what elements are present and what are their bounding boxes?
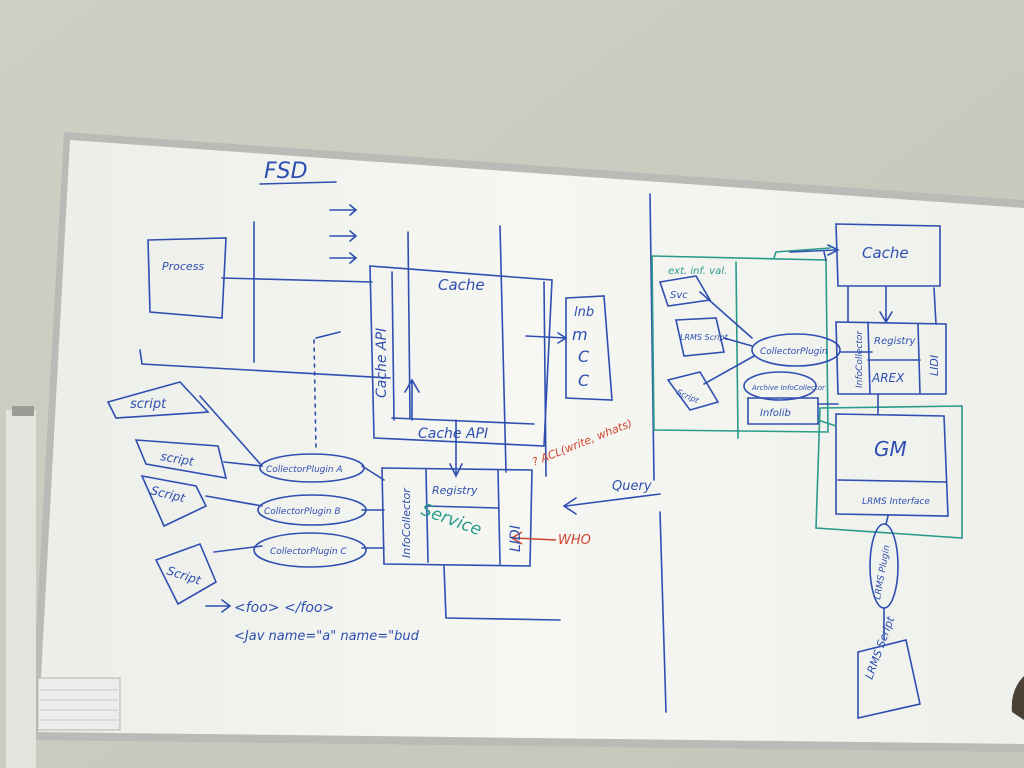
infolib-label: Infolib (760, 408, 791, 419)
lrms-script-small-label: LRMS Script (680, 333, 729, 342)
query-label: Query (612, 479, 652, 494)
left-diagram (106, 181, 667, 713)
plugin-label-a: CollectorPlugin A (266, 465, 343, 475)
ext-label: ext. inf. val. (668, 266, 727, 277)
script-label-1: script (130, 397, 167, 412)
lrms-script-shape (857, 639, 921, 720)
plugin-oval-a (259, 453, 365, 483)
board-title: FSD (264, 159, 308, 184)
board-stand (6, 410, 36, 768)
service-box (381, 467, 533, 567)
right-cache-box (835, 223, 941, 287)
script-shape-4 (154, 542, 218, 606)
script-shape-2 (134, 439, 228, 480)
lidi-label: LIDI (508, 525, 524, 552)
side-box-line-2: m (572, 325, 588, 344)
plugin-oval-c (253, 532, 367, 568)
plugin-oval-b (257, 494, 367, 526)
right-collector-plugin-label: CollectorPlugin (760, 347, 828, 357)
gm-label: GM (874, 437, 907, 461)
script-label-2: script (159, 449, 196, 469)
right-lidi-label: LIDI (928, 355, 941, 376)
who-label: WHO (558, 533, 591, 548)
script-shape-1 (106, 381, 210, 419)
cache-box (369, 265, 553, 447)
registry-label: Registry (432, 484, 478, 497)
red-annotations (510, 531, 557, 545)
side-box-line-4: C (578, 371, 590, 390)
plugin-label-c: CollectorPlugin C (270, 547, 347, 557)
side-box-line-1: lnb (574, 305, 594, 320)
archive-oval (743, 371, 817, 401)
archive-label: Archive InfoCollector (751, 384, 826, 392)
cache-api-bottom-label: Cache API (418, 426, 488, 442)
side-box-line-3: C (578, 347, 590, 366)
right-infocollector-label: InfoCollector (855, 330, 865, 388)
right-diagram (651, 223, 963, 720)
board-stand-clip (12, 406, 34, 416)
plugin-label-b: CollectorPlugin B (264, 507, 341, 517)
ext-region (651, 255, 829, 433)
cache-api-vertical-label: Cache API (374, 328, 390, 398)
infocollector-label: InfoCollector (400, 487, 413, 558)
edge-object (1011, 676, 1024, 720)
cache-label: Cache (438, 276, 485, 294)
svc-label: Svc (670, 290, 688, 301)
right-cache-label: Cache (862, 244, 909, 262)
lrms-interface-label: LRMS Interface (862, 497, 930, 507)
whiteboard-surface (38, 140, 1024, 744)
lrms-script-small-shape (675, 317, 725, 357)
xml-line-2: <Jav name="a" name="bud (234, 629, 420, 644)
infolib-box (747, 397, 819, 425)
right-plugin-oval (751, 333, 841, 367)
gm-box (835, 413, 949, 517)
eraser (37, 677, 121, 731)
script-shape-3 (140, 474, 208, 528)
right-registry-label: Registry (874, 336, 916, 347)
process-box (147, 237, 227, 319)
side-box (565, 295, 613, 401)
process-label: Process (162, 260, 204, 273)
script-small-shape (666, 371, 720, 411)
xml-line-1: <foo> </foo> (234, 600, 334, 616)
arex-box (835, 321, 947, 395)
arex-label: AREX (871, 371, 905, 385)
